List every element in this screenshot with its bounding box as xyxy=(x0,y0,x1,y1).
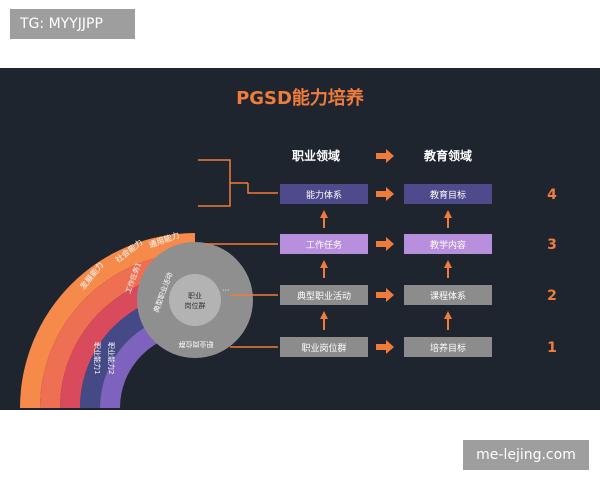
fan-connector xyxy=(198,159,278,348)
label-vocational-2: 职业能力2 xyxy=(107,342,116,374)
top-tag-label: TG: MYYJJPP xyxy=(10,9,135,39)
box-work-task xyxy=(280,234,368,254)
header-left: 职业领域 xyxy=(292,148,340,163)
box-course-system-label: 课程体系 xyxy=(430,290,466,302)
box-typical-activity-label: 典型职业活动 xyxy=(297,290,351,302)
row-1: 职业岗位群 培养目标 1 xyxy=(280,337,557,357)
up-arrow-left-1 xyxy=(320,311,328,330)
box-teaching-content xyxy=(404,234,492,254)
level-3-number: 3 xyxy=(547,237,557,253)
level-1-number: 1 xyxy=(547,340,557,356)
box-job-group xyxy=(280,337,368,357)
box-teaching-content-label: 教学内容 xyxy=(430,239,466,251)
level-2-number: 2 xyxy=(547,288,557,304)
box-typical-activity xyxy=(280,285,368,305)
vertical-arrows xyxy=(320,210,452,330)
box-job-group-label: 职业岗位群 xyxy=(301,342,346,354)
label-vocational-1: 职业能力1 xyxy=(93,342,102,374)
up-arrow-left-3 xyxy=(320,210,328,228)
row-3: 工作任务 教学内容 3 xyxy=(280,234,557,254)
center-circle xyxy=(169,274,221,326)
row-4-arrow xyxy=(376,187,394,201)
diagram-panel: PGSD能力培养 发展能力 社会能力 通用能力 职业能力1 职业能力2 工作任务… xyxy=(0,68,600,410)
box-education-goal-label: 教育目标 xyxy=(430,189,466,201)
header-right: 教育领域 xyxy=(423,148,472,163)
box-work-task-label: 工作任务 xyxy=(306,239,342,251)
label-bottom: 职业岗位群 xyxy=(179,340,214,349)
box-ability-system xyxy=(280,184,368,204)
up-arrow-left-2 xyxy=(320,260,328,278)
ellipsis-mark: ··· xyxy=(222,286,230,295)
header-arrow xyxy=(376,149,394,163)
box-education-goal xyxy=(404,184,492,204)
up-arrow-right-1 xyxy=(444,311,452,330)
pgsd-diagram: PGSD能力培养 发展能力 社会能力 通用能力 职业能力1 职业能力2 工作任务… xyxy=(20,87,557,408)
diagram-title: PGSD能力培养 xyxy=(236,87,365,109)
up-arrow-right-3 xyxy=(444,210,452,228)
row-3-arrow xyxy=(376,237,394,251)
box-training-goal-label: 培养目标 xyxy=(430,342,466,354)
row-1-arrow xyxy=(376,340,394,354)
level-4-number: 4 xyxy=(547,187,557,203)
box-ability-system-label: 能力体系 xyxy=(306,189,342,201)
watermark-label: me-lejing.com xyxy=(463,440,589,470)
row-4: 能力体系 教育目标 4 xyxy=(280,184,557,204)
label-center-2: 岗位群 xyxy=(185,301,206,310)
row-2-arrow xyxy=(376,288,394,302)
row-2: 典型职业活动 课程体系 2 xyxy=(280,285,557,305)
up-arrow-right-2 xyxy=(444,260,452,278)
label-center-1: 职业 xyxy=(188,291,202,300)
box-training-goal xyxy=(404,337,492,357)
competency-fan: 发展能力 社会能力 通用能力 职业能力1 职业能力2 工作任务1 典型职业活动 … xyxy=(20,230,253,408)
box-course-system xyxy=(404,285,492,305)
